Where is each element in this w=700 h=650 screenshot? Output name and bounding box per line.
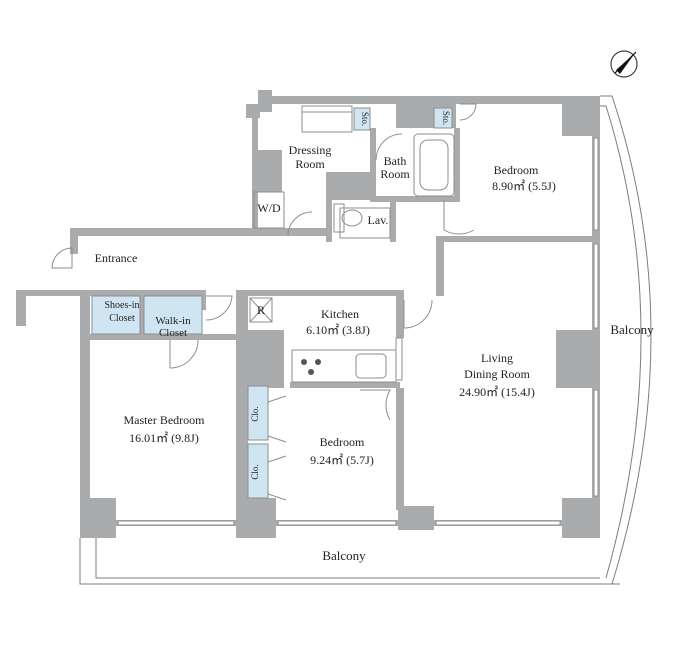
balcony-east-label: Balcony — [610, 322, 654, 337]
balcony-outline — [79, 95, 652, 585]
washer-dryer — [253, 191, 285, 229]
walk-in-closet — [143, 295, 203, 335]
toilet — [333, 203, 345, 233]
living-label-line2: Dining Room — [464, 367, 530, 381]
closet-lower-label: Clo. — [250, 464, 260, 479]
refrigerator-label: R — [257, 303, 265, 317]
closet-lower — [247, 443, 269, 499]
walk-in-closet-label-line1: Walk-in — [155, 315, 191, 327]
shoes-in-closet-label-line2: Closet — [109, 313, 135, 324]
lavatory — [339, 207, 391, 239]
bedroom-ne-area: 8.90㎡ (5.5J) — [492, 179, 556, 193]
room-labels: Dressing Room Sto. Sto. Bath Room Bedroo… — [95, 111, 654, 563]
lavatory-label: Lav. — [368, 213, 389, 227]
closets — [91, 107, 453, 499]
kitchen-label: Kitchen — [321, 307, 359, 321]
balcony-south-label: Balcony — [322, 548, 366, 563]
bedroom-s-label: Bedroom — [320, 435, 365, 449]
storage-left — [353, 107, 371, 131]
fixtures — [249, 111, 455, 383]
bedroom-s-area: 9.24㎡ (5.7J) — [310, 453, 374, 467]
storage-right — [433, 107, 453, 129]
kitchen-area: 6.10㎡ (3.8J) — [306, 323, 370, 337]
bath-room-label-line1: Bath — [384, 154, 407, 168]
living-area: 24.90㎡ (15.4J) — [459, 385, 535, 399]
entrance-label: Entrance — [95, 251, 138, 265]
walk-in-closet-label-line2: Closet — [159, 327, 187, 339]
north-arrow-icon — [610, 50, 638, 78]
dressing-room-label-line2: Room — [295, 157, 325, 171]
kitchen-counter — [291, 349, 397, 383]
dressing-room-label-line1: Dressing — [289, 143, 332, 157]
doors — [51, 103, 477, 501]
closet-upper — [247, 385, 269, 441]
stove-icon — [301, 359, 321, 375]
master-bedroom-area: 16.01㎡ (9.8J) — [129, 431, 199, 445]
washer-dryer-label: W/D — [257, 201, 281, 215]
bedroom-ne-label: Bedroom — [494, 163, 539, 177]
shoes-in-closet-label-line1: Shoes-in — [105, 300, 140, 311]
bath-room-label-line2: Room — [380, 167, 410, 181]
refrigerator — [249, 297, 273, 323]
storage-left-label: Sto. — [360, 112, 370, 126]
shoes-in-closet — [91, 295, 141, 335]
kitchen-sink — [355, 353, 387, 379]
living-label-line1: Living — [481, 351, 513, 365]
storage-right-label: Sto. — [441, 111, 451, 125]
master-bedroom-label: Master Bedroom — [124, 413, 206, 427]
bathtub — [413, 133, 455, 197]
closet-upper-label: Clo. — [250, 406, 260, 421]
